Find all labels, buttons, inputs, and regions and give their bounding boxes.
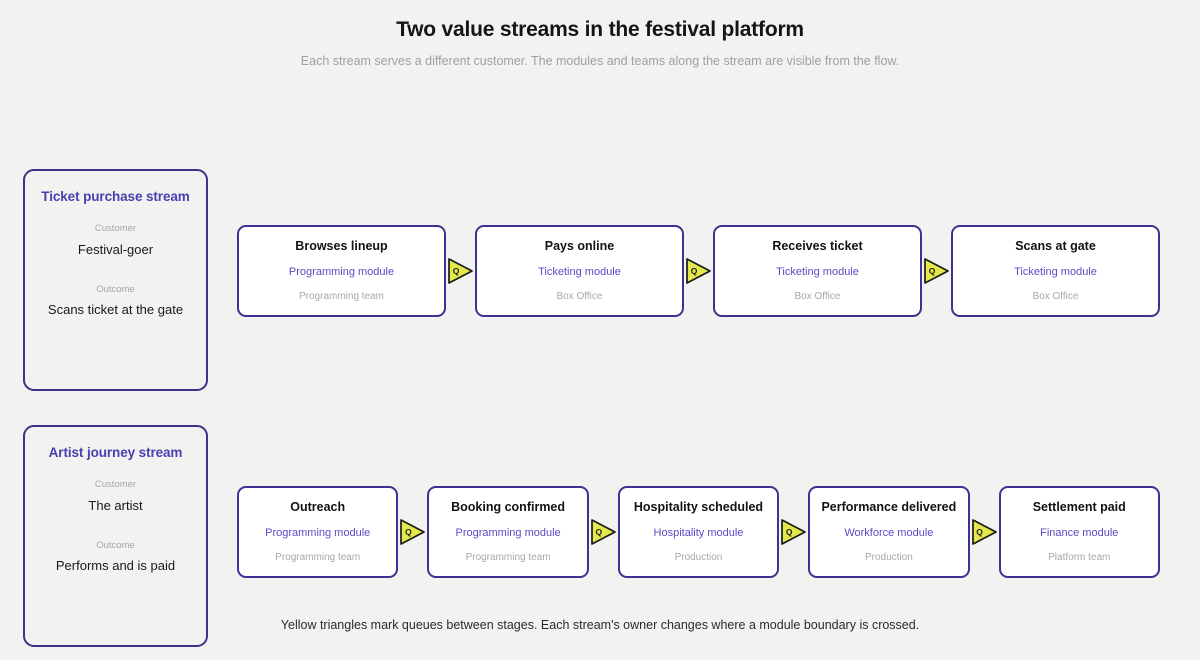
customer-label: Customer — [94, 223, 137, 235]
stage-module: Ticketing module — [1014, 266, 1097, 279]
stage-team: Production — [674, 551, 723, 563]
queue-triangle-icon: Q — [398, 517, 427, 547]
stream-title: Ticket purchase stream — [41, 189, 190, 204]
stage-title: Booking confirmed — [451, 500, 566, 515]
stage-title: Performance delivered — [821, 500, 957, 515]
stage-module: Ticketing module — [538, 266, 621, 279]
stage-title: Receives ticket — [772, 239, 863, 254]
stage-team: Programming team — [275, 551, 361, 563]
stage-team: Platform team — [1048, 551, 1111, 563]
outcome-value: Scans ticket at the gate — [47, 302, 184, 318]
stage-team: Production — [864, 551, 913, 563]
stage-module: Programming module — [265, 527, 371, 540]
queue-triangle-icon: Q — [922, 256, 951, 286]
page-title: Two value streams in the festival platfo… — [396, 18, 804, 41]
page-header: Two value streams in the festival platfo… — [0, 0, 1200, 68]
stage-module: Workforce module — [844, 527, 934, 540]
queue-triangle-icon: Q — [589, 517, 618, 547]
stage-team: Programming team — [298, 290, 385, 302]
stage-module: Hospitality module — [653, 527, 744, 540]
stage-team: Box Office — [1032, 290, 1079, 302]
stage-team: Box Office — [794, 290, 841, 302]
stream-title: Artist journey stream — [48, 445, 183, 460]
customer-value: The artist — [88, 497, 143, 513]
customer-value: Festival-goer — [77, 241, 154, 257]
page-subtitle: Each stream serves a different customer.… — [300, 54, 900, 68]
queue-triangle-icon: Q — [970, 517, 999, 547]
footer-note: Yellow triangles mark queues between sta… — [280, 618, 920, 632]
stage-title: Settlement paid — [1032, 500, 1126, 515]
customer-label: Customer — [94, 479, 137, 491]
queue-triangle-icon: Q — [779, 517, 808, 547]
stage-title: Browses lineup — [295, 239, 388, 254]
queue-triangle-icon: Q — [446, 256, 475, 286]
queue-triangle-icon: Q — [684, 256, 713, 286]
stage-team: Box Office — [556, 290, 603, 302]
stage-team: Programming team — [465, 551, 551, 563]
outcome-label: Outcome — [96, 284, 135, 296]
stage-title: Scans at gate — [1015, 239, 1096, 254]
stage-title: Hospitality scheduled — [633, 500, 764, 515]
outcome-value: Performs and is paid — [55, 558, 176, 574]
outcome-label: Outcome — [96, 540, 135, 552]
stage-module: Finance module — [1040, 527, 1119, 540]
stage-module: Programming module — [455, 527, 561, 540]
stage-title: Outreach — [290, 500, 346, 515]
stage-module: Programming module — [288, 266, 395, 279]
stage-title: Pays online — [544, 239, 615, 254]
stage-module: Ticketing module — [776, 266, 859, 279]
